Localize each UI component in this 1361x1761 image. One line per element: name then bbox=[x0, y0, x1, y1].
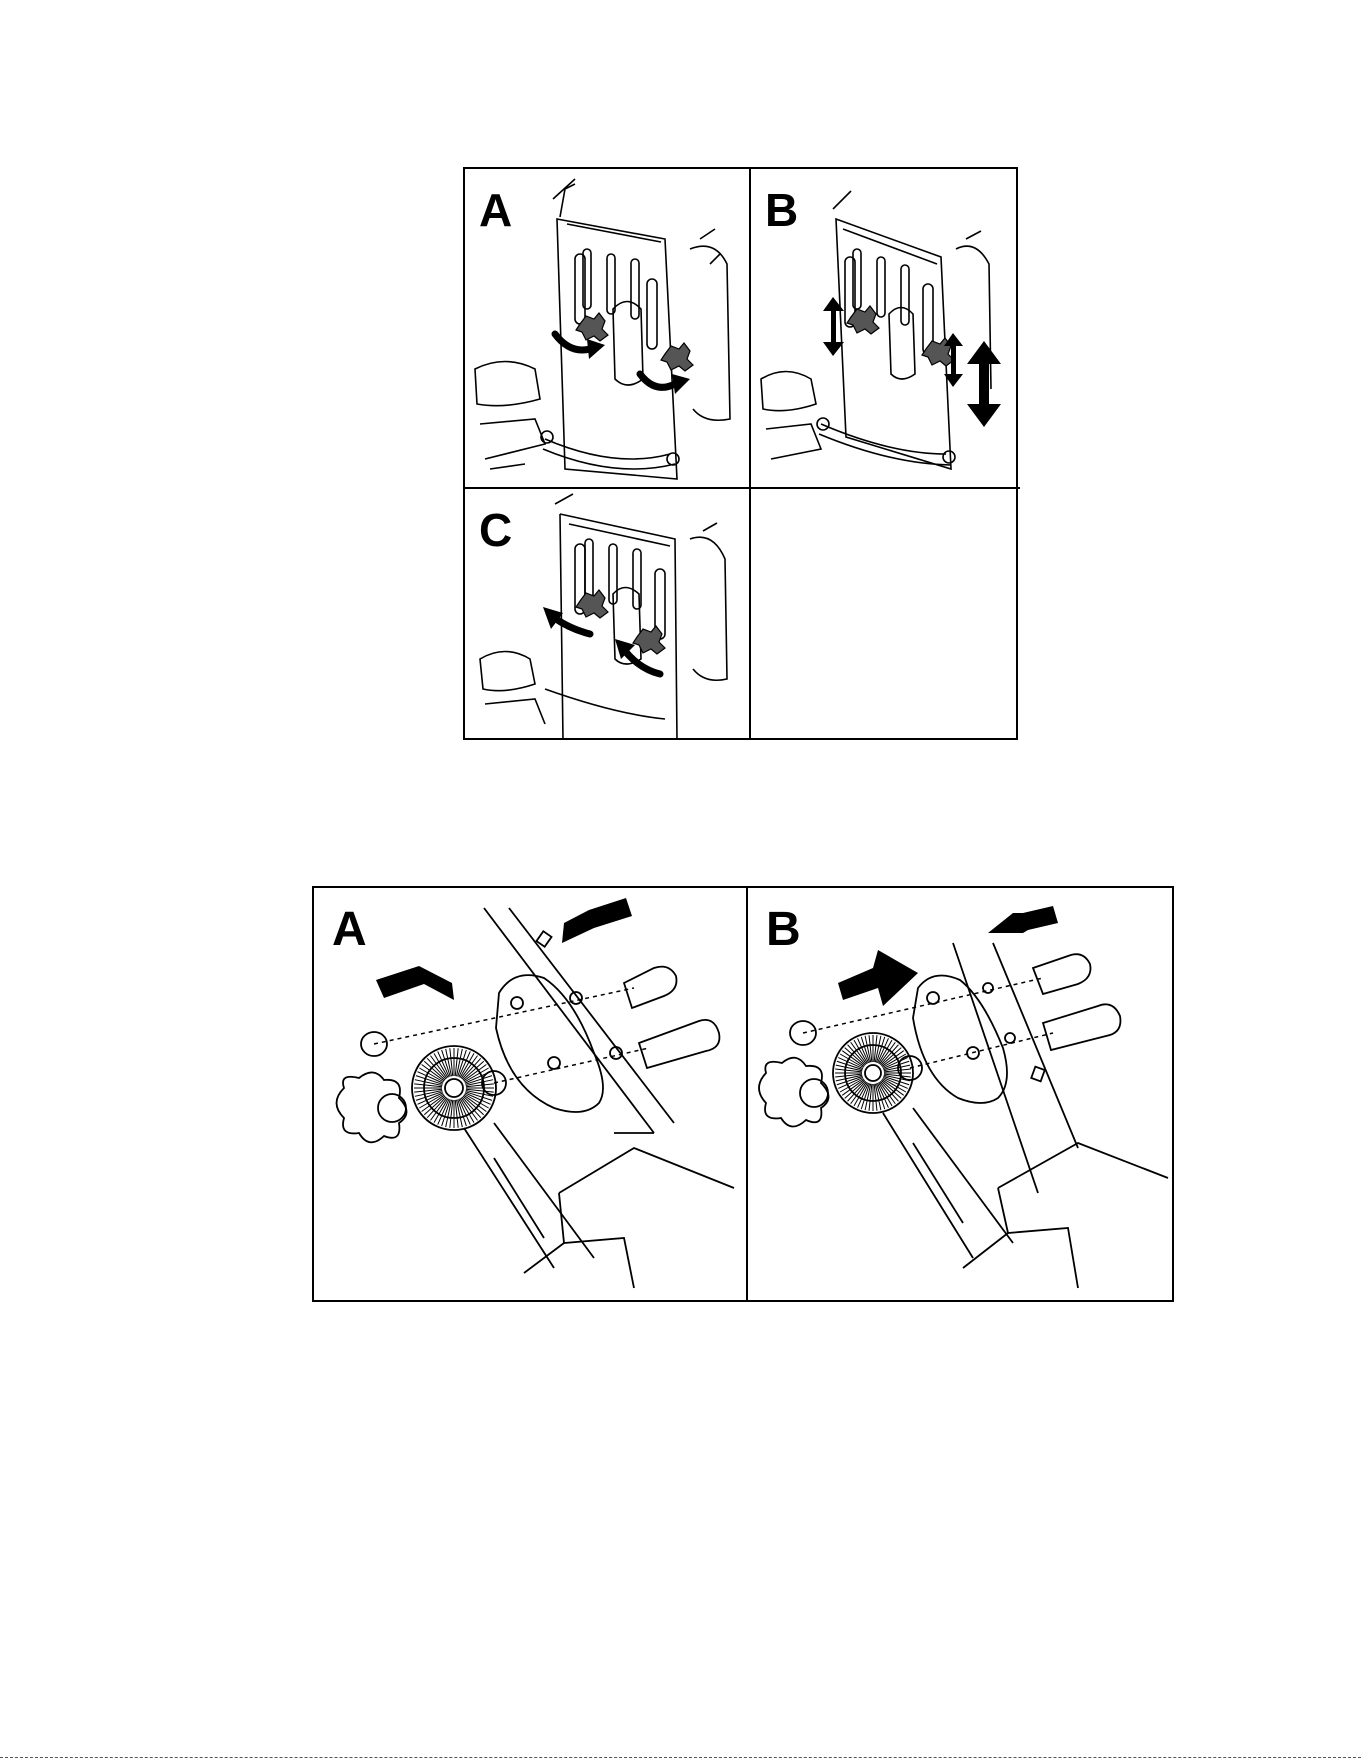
panel-a: A bbox=[465, 169, 751, 489]
panel-b: B bbox=[751, 169, 1020, 489]
divider bbox=[749, 169, 751, 740]
panel-label: A bbox=[332, 906, 367, 954]
armrest-right-mount-drawing bbox=[748, 888, 1174, 1302]
divider bbox=[746, 888, 748, 1302]
seat-adjustment-figure: A bbox=[463, 167, 1018, 740]
up-down-arrow-icon bbox=[823, 297, 1001, 427]
empty-cell bbox=[751, 489, 1020, 740]
panel-label: C bbox=[479, 507, 512, 553]
panel-c: C bbox=[465, 489, 751, 740]
panel-a: A bbox=[314, 888, 748, 1302]
divider bbox=[465, 487, 1020, 489]
page-edge bbox=[0, 1757, 1361, 1758]
direction-arrow-icon bbox=[838, 906, 1058, 1006]
panel-label: A bbox=[479, 187, 512, 233]
panel-label: B bbox=[765, 187, 798, 233]
direction-arrow-icon bbox=[376, 898, 632, 1000]
armrest-left-mount-drawing bbox=[314, 888, 748, 1302]
panel-b: B bbox=[748, 888, 1174, 1302]
armrest-mounting-figure: A bbox=[312, 886, 1174, 1302]
panel-label: B bbox=[766, 906, 801, 954]
